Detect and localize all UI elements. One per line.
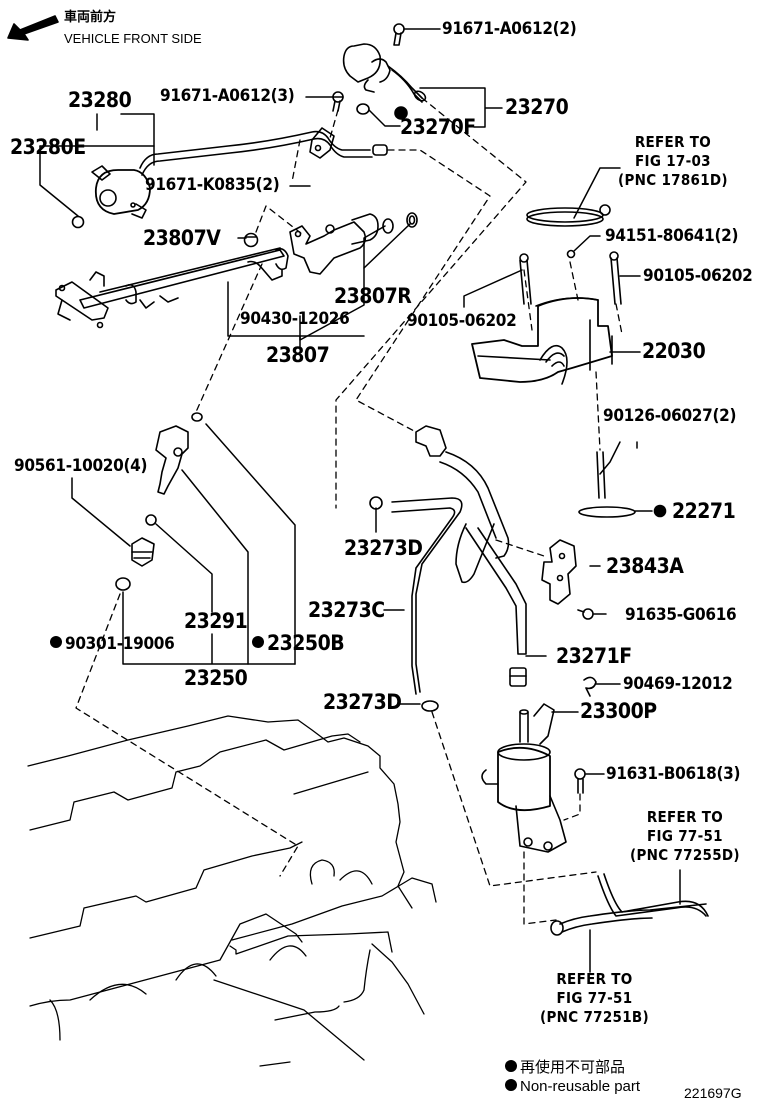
fuel-injector-23250-drawing	[115, 412, 203, 591]
part-90301-19006[interactable]: 90301-19006	[50, 636, 175, 653]
vacuum-switching-valve-23300p-drawing	[481, 703, 586, 853]
part-91671-a0612-3[interactable]: 91671-A0612(3)	[160, 86, 295, 106]
reference-line1: REFER TO	[646, 808, 724, 826]
vehicle-front-arrow-icon	[7, 15, 59, 41]
fuel-hoses-bottom-right-drawing	[550, 873, 709, 936]
reference-line2: FIG 77-51	[647, 827, 723, 845]
part-90105-06202-left[interactable]: 90105-06202	[407, 311, 517, 331]
non-reusable-dot-icon	[252, 636, 264, 648]
part-23250b[interactable]: 23250B	[252, 633, 345, 654]
part-94151-80641-2[interactable]: 94151-80641(2)	[605, 226, 739, 246]
part-23270f[interactable]: 23270F	[400, 115, 476, 139]
reference-line3: (PNC 17861D)	[618, 171, 728, 189]
part-23273d-upper[interactable]: 23273D	[344, 536, 423, 560]
non-reusable-dot-icon	[50, 636, 62, 648]
reference-line1: REFER TO	[556, 970, 633, 988]
part-23843a[interactable]: 23843A	[606, 554, 684, 578]
bracket-23843a-drawing	[541, 539, 597, 697]
figure-id: 221697G	[684, 1085, 742, 1101]
reference-fig-17-03[interactable]: REFER TO FIG 17-03 (PNC 17861D)	[618, 133, 728, 190]
part-23273c[interactable]: 23273C	[308, 598, 385, 622]
fuel-delivery-pipe-23807-drawing	[55, 212, 418, 329]
part-23807v[interactable]: 23807V	[143, 226, 221, 250]
reference-line3: (PNC 77251B)	[540, 1008, 649, 1026]
reference-line1: REFER TO	[634, 133, 712, 151]
vehicle-front-label-en: VEHICLE FRONT SIDE	[64, 31, 202, 46]
non-reusable-dot-icon	[505, 1060, 517, 1073]
part-90469-12012[interactable]: 90469-12012	[623, 674, 733, 694]
part-23300p[interactable]: 23300P	[580, 699, 657, 723]
part-23280e[interactable]: 23280E	[10, 135, 86, 159]
part-23291[interactable]: 23291	[184, 609, 248, 633]
part-90561-10020-4[interactable]: 90561-10020(4)	[14, 456, 148, 476]
part-23270[interactable]: 23270	[505, 95, 569, 119]
vehicle-front-label-jp: 車両前方	[64, 9, 117, 24]
fuel-pipe-23270-drawing	[332, 23, 427, 120]
part-23273d-lower[interactable]: 23273D	[323, 690, 402, 714]
part-91671-k0835-2[interactable]: 91671-K0835(2)	[145, 175, 280, 195]
legend-non-reusable-jp: 再使用不可部品	[505, 1060, 625, 1075]
non-reusable-dot-icon	[505, 1079, 517, 1092]
engine-block-outline-drawing	[27, 715, 437, 1067]
part-23271f[interactable]: 23271F	[556, 644, 632, 668]
part-22271[interactable]: 22271	[672, 499, 736, 523]
part-90430-12026[interactable]: 90430-12026	[240, 309, 350, 329]
leader-lines	[39, 28, 681, 973]
reference-line2: FIG 17-03	[635, 152, 711, 170]
reference-line2: FIG 77-51	[556, 989, 633, 1007]
part-22030[interactable]: 22030	[642, 339, 706, 363]
part-91635-g0616[interactable]: 91635-G0616	[625, 605, 737, 625]
vacuum-hoses-drawing	[369, 425, 527, 712]
part-90105-06202-right[interactable]: 90105-06202	[643, 266, 753, 286]
legend-non-reusable-en: Non-reusable part	[505, 1079, 640, 1094]
part-23280[interactable]: 23280	[68, 88, 132, 112]
part-23807[interactable]: 23807	[266, 343, 330, 367]
reference-fig-77-51-pnc-77251b[interactable]: REFER TO FIG 77-51 (PNC 77251B)	[540, 970, 649, 1027]
part-23250[interactable]: 23250	[184, 666, 248, 690]
reference-line3: (PNC 77255D)	[630, 846, 740, 864]
dashed-assembly-lines	[75, 97, 623, 925]
pressure-regulator-23280-drawing	[71, 127, 388, 229]
part-90126-06027-2[interactable]: 90126-06027(2)	[603, 406, 737, 426]
part-23807r[interactable]: 23807R	[334, 284, 412, 308]
reference-fig-77-51-pnc-77255d[interactable]: REFER TO FIG 77-51 (PNC 77255D)	[630, 808, 740, 865]
throttle-body-22030-drawing	[471, 204, 667, 518]
part-91671-a0612-2[interactable]: 91671-A0612(2)	[442, 19, 577, 39]
part-91631-b0618-3[interactable]: 91631-B0618(3)	[606, 764, 741, 784]
